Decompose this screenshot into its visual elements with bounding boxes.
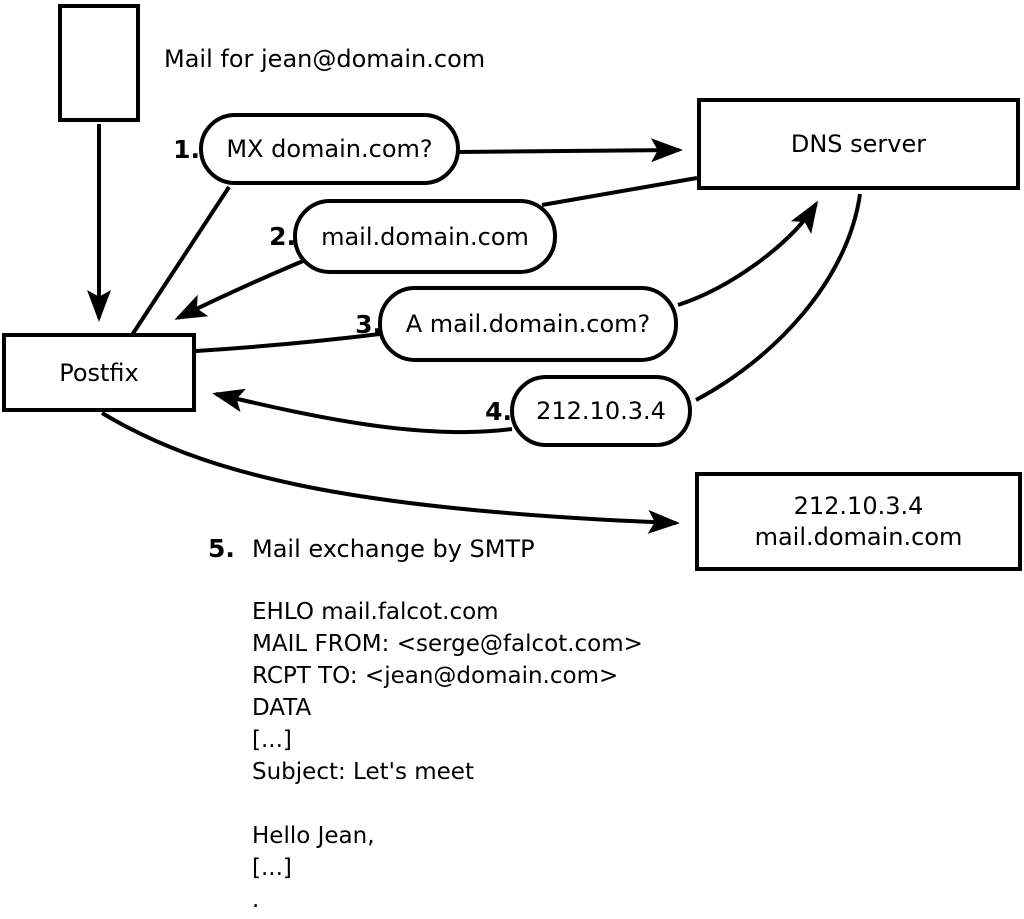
dns-server-label: DNS server: [790, 130, 927, 158]
mail-message-node: [58, 4, 140, 122]
smtp-line: [252, 788, 643, 820]
mail-server-node: 212.10.3.4 mail.domain.com: [695, 472, 1022, 571]
step4-pill: 212.10.3.4: [510, 375, 692, 447]
step4-label: 212.10.3.4: [536, 397, 666, 425]
arrow-a-query-to-dns: [677, 200, 819, 307]
step5-number: 5.: [208, 534, 235, 563]
smtp-line: MAIL FROM: <serge@falcot.com>: [252, 631, 643, 657]
line-dns-to-a-answer: [695, 193, 862, 402]
step5-caption: 5. Mail exchange by SMTP: [208, 534, 535, 563]
smtp-line: EHLO mail.falcot.com: [252, 599, 499, 625]
arrow-postfix-to-mail-server: [100, 411, 680, 534]
smtp-line: .: [252, 887, 260, 913]
step2-label: mail.domain.com: [321, 222, 529, 251]
smtp-line: Hello Jean,: [252, 823, 375, 849]
smtp-line: [...]: [252, 855, 292, 881]
smtp-line: [...]: [252, 727, 292, 753]
step3-label: A mail.domain.com?: [405, 310, 651, 338]
step1-number: 1.: [173, 134, 200, 164]
step3-pill: A mail.domain.com?: [378, 286, 678, 362]
postfix-label: Postfix: [59, 358, 139, 387]
smtp-line: Subject: Let's meet: [252, 759, 474, 785]
mail-server-hostname: mail.domain.com: [754, 522, 963, 551]
smtp-line: RCPT TO: <jean@domain.com>: [252, 663, 619, 689]
smtp-transcript: EHLO mail.falcot.com MAIL FROM: <serge@f…: [252, 596, 643, 916]
mail-server-ip: 212.10.3.4: [793, 491, 924, 520]
step5-label: Mail exchange by SMTP: [252, 535, 535, 563]
line-dns-to-mx-answer: [541, 176, 698, 207]
step2-number: 2.: [269, 222, 296, 251]
arrow-mx-query-to-dns: [457, 138, 683, 163]
line-postfix-to-mx-query: [130, 185, 231, 337]
step1-label: MX domain.com?: [226, 135, 433, 163]
line-postfix-to-a-query: [195, 332, 381, 353]
smtp-line: DATA: [252, 695, 312, 721]
step2-pill: mail.domain.com: [293, 199, 557, 274]
arrow-a-answer-to-postfix: [212, 388, 513, 435]
mail-for-label: Mail for jean@domain.com: [164, 45, 486, 73]
postfix-node: Postfix: [2, 333, 196, 412]
step4-number: 4.: [485, 396, 512, 426]
dns-server-node: DNS server: [697, 98, 1020, 190]
step1-pill: MX domain.com?: [199, 113, 460, 185]
step3-number: 3.: [355, 309, 382, 339]
arrow-mx-answer-to-postfix: [174, 259, 304, 320]
